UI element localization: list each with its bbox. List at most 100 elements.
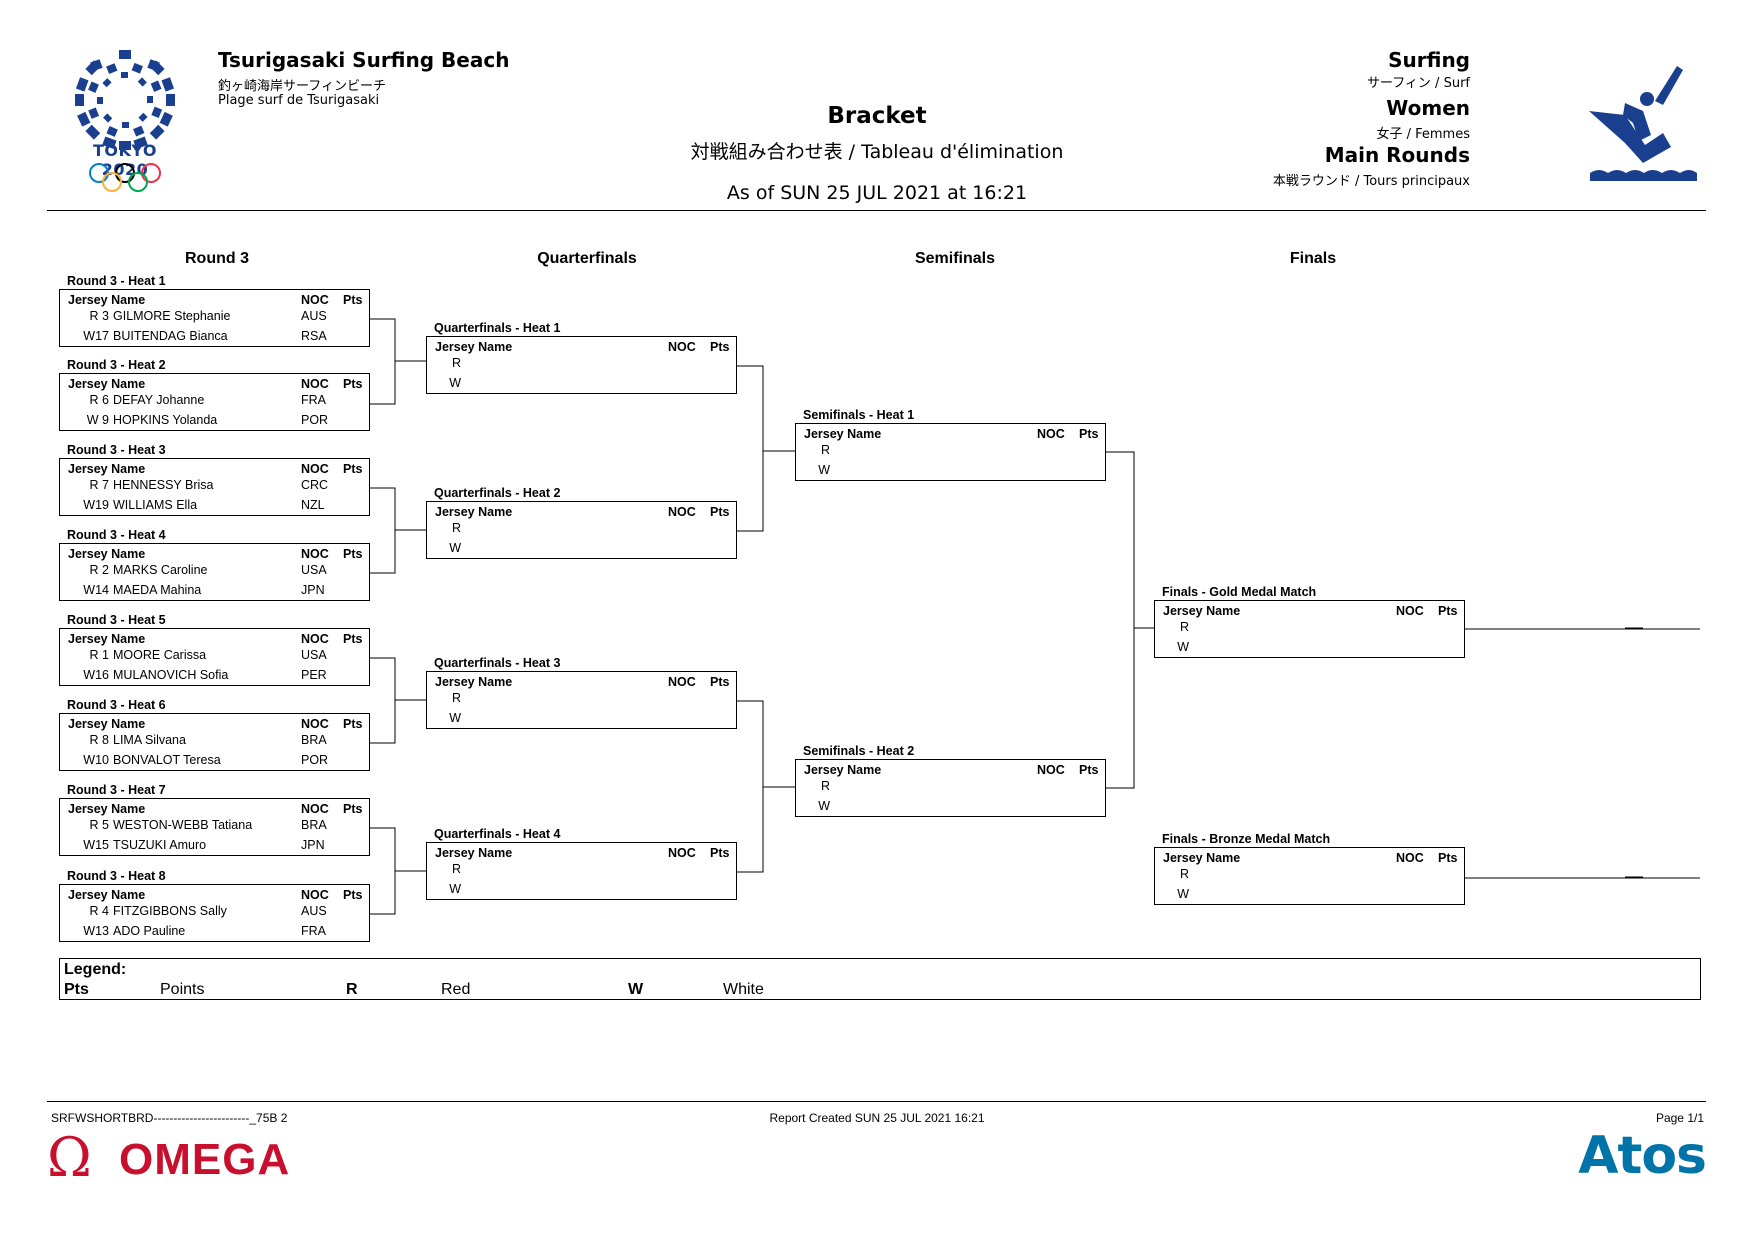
col-pts: Pts [710, 340, 730, 354]
noc: POR [301, 753, 329, 767]
noc: USA [301, 648, 327, 662]
jersey: W19 [83, 498, 109, 512]
venue-name-jp: 釣ヶ崎海岸サーフィンビーチ [218, 79, 386, 94]
sf-heat-label: Semifinals - Heat 2 [803, 744, 915, 758]
col-pts: Pts [343, 462, 363, 476]
noc: RSA [301, 329, 327, 343]
athlete-name: ADO Pauline [113, 924, 186, 938]
athlete-row: W [1155, 640, 1464, 658]
jersey: W14 [83, 583, 109, 597]
jersey: R 4 [89, 904, 109, 918]
omega-logo: Ω OMEGA [47, 1131, 347, 1185]
sf-heat-box: Jersey Name NOC Pts R W [795, 423, 1106, 481]
connector-line [737, 700, 764, 873]
jersey: W [1177, 887, 1189, 901]
col-jersey-name: Jersey Name [68, 377, 146, 391]
jersey: W [818, 799, 830, 813]
jersey: R [1179, 867, 1189, 881]
r3-heat-label: Round 3 - Heat 2 [67, 358, 166, 372]
col-pts: Pts [1438, 604, 1458, 618]
athlete-row: W [1155, 887, 1464, 905]
noc: AUS [301, 904, 327, 918]
noc: USA [301, 563, 327, 577]
athlete-row: W [796, 463, 1105, 481]
athlete-name: MAEDA Mahina [113, 583, 202, 597]
col-pts: Pts [710, 846, 730, 860]
col-noc: NOC [301, 717, 329, 731]
athlete-name: TSUZUKI Amuro [113, 838, 207, 852]
page-title: Bracket [827, 103, 927, 129]
col-jersey-name: Jersey Name [435, 675, 513, 689]
connector-line [370, 318, 396, 405]
col-jersey-name: Jersey Name [68, 888, 146, 902]
col-pts: Pts [343, 293, 363, 307]
col-jersey-name: Jersey Name [68, 547, 146, 561]
col-pts: Pts [343, 377, 363, 391]
legend: Legend: Pts Points R Red W White [59, 958, 1701, 1000]
legend-meaning: Points [160, 981, 205, 998]
col-pts: Pts [1079, 763, 1099, 777]
connector-line [1106, 451, 1135, 789]
col-jersey-name: Jersey Name [1163, 851, 1241, 865]
phase-subtitle: 本戦ラウンド / Tours principaux [1272, 174, 1470, 189]
jersey: W [818, 463, 830, 477]
athlete-row: W19 WILLIAMS Ella NZL [60, 498, 369, 516]
surfing-pictogram-icon [1589, 66, 1697, 181]
col-noc: NOC [301, 888, 329, 902]
athlete-row: R [1155, 867, 1464, 885]
athlete-name: LIMA Silvana [113, 733, 186, 747]
col-pts: Pts [1438, 851, 1458, 865]
athlete-row: R [1155, 620, 1464, 638]
athlete-name: WESTON-WEBB Tatiana [113, 818, 253, 832]
athlete-name: HOPKINS Yolanda [113, 413, 218, 427]
athlete-row: W [427, 541, 736, 559]
column-quarterfinals: Quarterfinals [537, 250, 637, 267]
atos-logo: Atos [1578, 1126, 1707, 1186]
page-number: Page 1/1 [1655, 1111, 1704, 1125]
jersey: R [1179, 620, 1189, 634]
omega-wordmark: OMEGA [119, 1135, 291, 1184]
col-noc: NOC [301, 547, 329, 561]
col-noc: NOC [668, 340, 696, 354]
footer-divider [47, 1101, 1706, 1102]
sf-heat-label: Semifinals - Heat 1 [803, 408, 915, 422]
athlete-row: R [427, 691, 736, 709]
tokyo2020-text: TOKYO 2020 [92, 141, 158, 179]
col-noc: NOC [1396, 604, 1424, 618]
noc: BRA [301, 818, 327, 832]
col-pts: Pts [710, 505, 730, 519]
jersey: R [820, 779, 830, 793]
athlete-row: W [427, 376, 736, 394]
col-noc: NOC [1037, 763, 1065, 777]
qf-heat-box: Jersey Name NOC Pts R W [426, 336, 737, 394]
athlete-name: MOORE Carissa [113, 648, 207, 662]
jersey: W17 [83, 329, 109, 343]
noc: FRA [301, 393, 326, 407]
col-noc: NOC [301, 632, 329, 646]
connector-line [737, 365, 764, 532]
athlete-name: GILMORE Stephanie [113, 309, 231, 323]
r3-heat-label: Round 3 - Heat 7 [67, 783, 166, 797]
venue-name: Tsurigasaki Surfing Beach [218, 48, 510, 72]
athlete-name: DEFAY Johanne [113, 393, 205, 407]
athlete-row: R [427, 521, 736, 539]
column-semifinals: Semifinals [914, 250, 996, 267]
report-code: SRFWSHORTBRD------------------------_75B… [51, 1111, 288, 1125]
col-jersey-name: Jersey Name [804, 763, 882, 777]
noc: NZL [301, 498, 325, 512]
noc: JPN [301, 838, 325, 852]
noc: POR [301, 413, 329, 427]
qf-heat-label: Quarterfinals - Heat 2 [434, 486, 561, 500]
col-pts: Pts [343, 802, 363, 816]
athlete-name: WILLIAMS Ella [113, 498, 198, 512]
jersey: R 2 [89, 563, 109, 577]
col-pts: Pts [1079, 427, 1099, 441]
